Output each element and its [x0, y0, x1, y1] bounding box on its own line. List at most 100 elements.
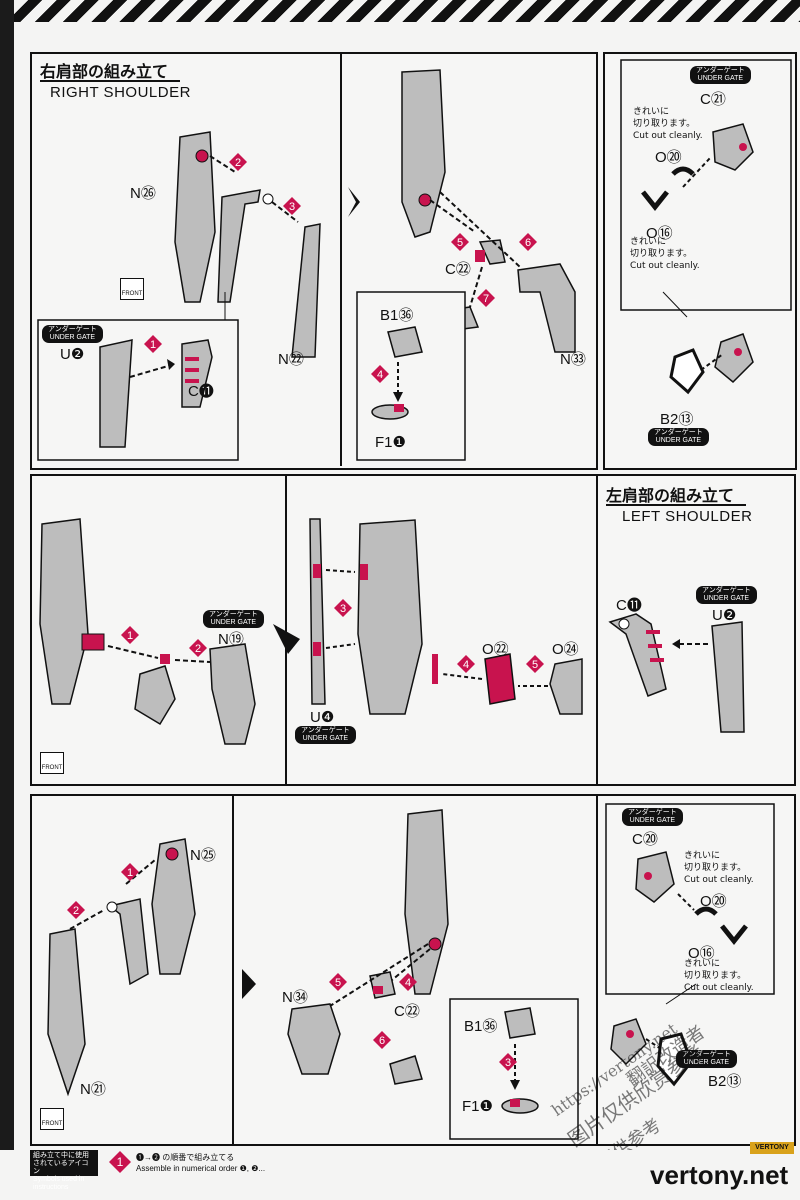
part-label: N㉝	[560, 351, 586, 368]
panel-divider	[232, 796, 234, 1144]
step-marker: 4	[457, 655, 475, 673]
svg-text:5: 5	[457, 237, 463, 249]
step-marker: 3	[334, 599, 352, 617]
svg-text:5: 5	[335, 977, 341, 989]
step-marker: 4	[399, 973, 417, 991]
svg-text:2: 2	[195, 643, 201, 655]
front-orientation-icon: FRONT	[40, 1108, 64, 1130]
svg-text:7: 7	[483, 293, 489, 305]
step-marker: 5	[329, 973, 347, 991]
part-label: C㉑	[700, 91, 726, 108]
svg-text:1: 1	[117, 1155, 124, 1169]
svg-text:3: 3	[289, 201, 295, 213]
title-underline	[40, 80, 180, 82]
part-label: U❹	[310, 709, 335, 726]
step-marker: 1	[144, 335, 162, 353]
legend-item-en: Assemble in numerical order ❶, ❷...	[136, 1164, 266, 1173]
step-marker: 4	[371, 365, 389, 383]
part-label: F1❶	[375, 434, 406, 451]
right-shoulder-diagram	[37, 69, 576, 461]
svg-text:1: 1	[127, 867, 133, 879]
step-marker: 1	[121, 863, 139, 881]
part-label: O㉒	[482, 641, 509, 658]
right-shoulder-diagram-2	[39, 518, 583, 745]
hatch-stripe-top	[0, 0, 800, 22]
part-label: N㉕	[190, 847, 216, 864]
legend-item-jp: ❶→❷ の順番で組み立てる	[136, 1153, 235, 1162]
step-marker: 2	[67, 901, 85, 919]
part-label: B2⑬	[708, 1073, 742, 1090]
step-marker: 6	[519, 233, 537, 251]
part-label: U❷	[60, 346, 85, 363]
svg-text:2: 2	[235, 157, 241, 169]
gate-detail-diagram-1	[620, 59, 792, 395]
part-label: N㉒	[278, 351, 304, 368]
svg-text:6: 6	[379, 1035, 385, 1047]
cut-note: きれいに切り取ります。Cut out cleanly.	[630, 237, 700, 271]
svg-text:4: 4	[405, 977, 411, 989]
svg-text:5: 5	[532, 659, 538, 671]
panel-divider	[285, 476, 287, 784]
part-label: N㉖	[130, 185, 156, 202]
svg-text:1: 1	[150, 339, 156, 351]
step-marker: 5	[526, 655, 544, 673]
part-label: N㉑	[80, 1081, 106, 1098]
brand-tag: VERTONY	[750, 1142, 794, 1154]
front-orientation-icon: FRONT	[120, 278, 144, 300]
step-marker: 2	[189, 639, 207, 657]
binder-edge	[0, 0, 14, 1200]
part-label: C⓫	[616, 597, 642, 614]
part-label: O⑯	[688, 945, 715, 962]
step-marker: 2	[229, 153, 247, 171]
part-label: O⑳	[700, 893, 727, 910]
footer	[0, 1150, 800, 1200]
part-label: O⑳	[655, 149, 682, 166]
cut-note: きれいに切り取ります。Cut out cleanly.	[684, 959, 754, 993]
left-shoulder-diagram-2	[47, 809, 579, 1140]
brand-logo: vertony.net	[650, 1160, 789, 1190]
legend-step-icon: 1	[109, 1151, 131, 1173]
svg-text:4: 4	[463, 659, 469, 671]
part-label: C⓫	[188, 383, 214, 400]
cut-note: きれいに切り取ります。Cut out cleanly.	[684, 851, 754, 885]
cut-note: きれいに切り取ります。Cut out cleanly.	[633, 107, 703, 141]
section-title-en: RIGHT SHOULDER	[50, 84, 191, 101]
svg-text:6: 6	[525, 237, 531, 249]
part-label: F1❶	[462, 1098, 493, 1115]
part-label: B1㊱	[464, 1018, 498, 1035]
part-label: N㉞	[282, 989, 308, 1006]
step-marker: 6	[373, 1031, 391, 1049]
step-marker: 7	[477, 289, 495, 307]
part-label: O㉔	[552, 641, 579, 658]
part-label: U❷	[712, 607, 737, 624]
section-title-jp: 右肩部の組み立て	[40, 64, 169, 81]
svg-text:4: 4	[377, 369, 383, 381]
part-label: C㉒	[445, 261, 471, 278]
svg-text:3: 3	[340, 603, 346, 615]
gate-detail-diagram-2	[605, 803, 775, 1087]
step-marker: 1	[121, 626, 139, 644]
step-marker: 3	[283, 197, 301, 215]
part-label: C⑳	[632, 831, 658, 848]
front-orientation-icon: FRONT	[40, 752, 64, 774]
left-shoulder-diagram-1	[608, 613, 745, 733]
part-label: B1㊱	[380, 307, 414, 324]
step-marker: 3	[499, 1053, 517, 1071]
section-title-jp: 左肩部の組み立て	[606, 488, 735, 505]
part-label: O⑯	[646, 225, 673, 242]
title-underline	[606, 504, 746, 506]
part-label: N⑲	[218, 631, 244, 648]
svg-text:2: 2	[73, 905, 79, 917]
section-title-en: LEFT SHOULDER	[622, 508, 753, 525]
part-label: C㉒	[394, 1003, 420, 1020]
